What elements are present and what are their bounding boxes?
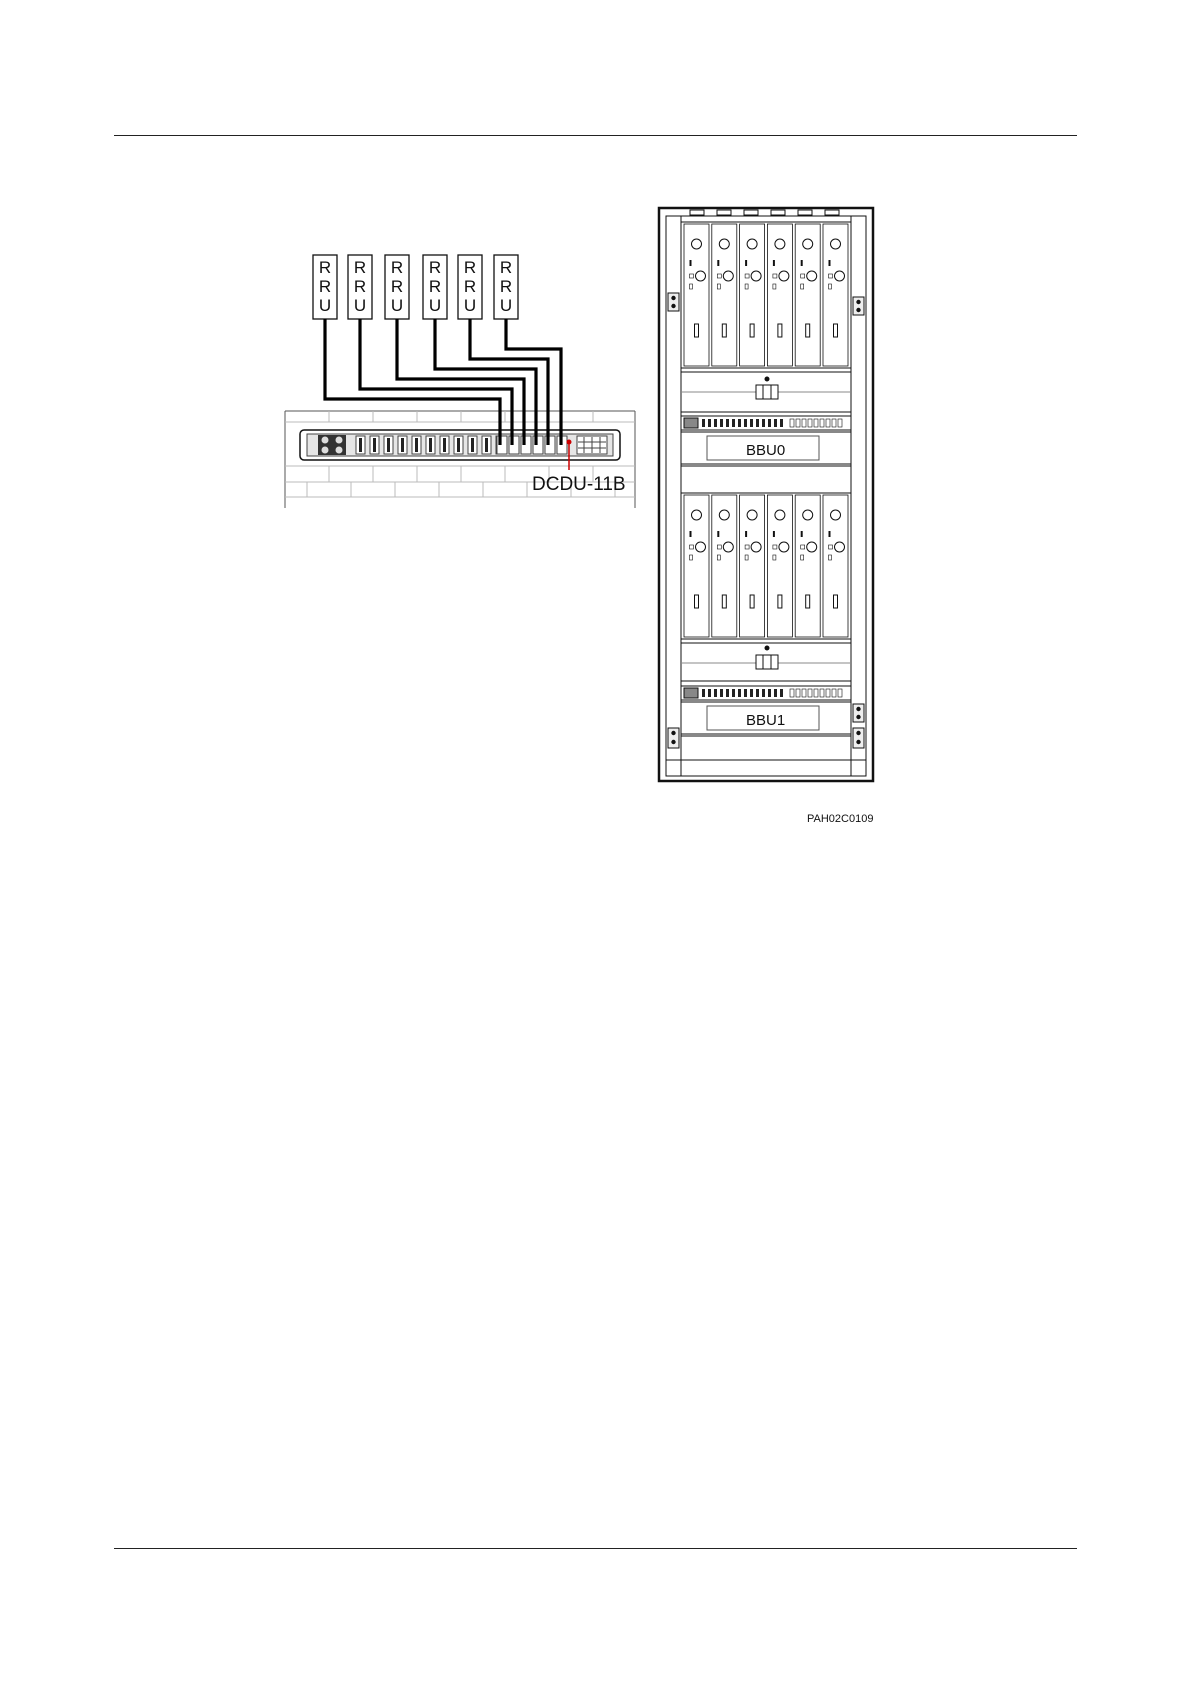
cabinet-rru-shelf-lower	[681, 493, 851, 639]
rru-letter: R	[429, 258, 441, 277]
cabinet-rru-shelf-upper	[681, 222, 851, 368]
figure-id: PAH02C0109	[807, 813, 873, 825]
rru-letter: U	[391, 296, 403, 315]
rru-letter: R	[464, 277, 476, 296]
bbu1-label: BBU1	[746, 712, 785, 729]
rru-letter: R	[391, 277, 403, 296]
rru-letter: U	[429, 296, 441, 315]
power-cable	[435, 319, 536, 445]
cabinet-fan-unit-upper	[681, 372, 851, 412]
rru-letter: R	[354, 258, 366, 277]
power-cables	[325, 319, 561, 445]
rru-letter: R	[500, 258, 512, 277]
rru-letter: R	[319, 258, 331, 277]
power-cable	[325, 319, 500, 445]
rru-letter: R	[429, 277, 441, 296]
bbu0-label: BBU0	[746, 442, 785, 459]
rru-letter: U	[319, 296, 331, 315]
dcdu-unit	[300, 430, 620, 460]
power-cable	[506, 319, 561, 445]
cabinet-fan-unit-lower	[681, 643, 851, 681]
dcdu-callout-dot	[567, 440, 572, 445]
rru-letter: U	[500, 296, 512, 315]
rru-letter: U	[354, 296, 366, 315]
rru-letter: U	[464, 296, 476, 315]
rru-letter: R	[354, 277, 366, 296]
dcdu-label: DCDU-11B	[532, 474, 626, 495]
rru-letter: R	[319, 277, 331, 296]
rru-letter: R	[391, 258, 403, 277]
rru-letter: R	[500, 277, 512, 296]
rru-letter: R	[464, 258, 476, 277]
